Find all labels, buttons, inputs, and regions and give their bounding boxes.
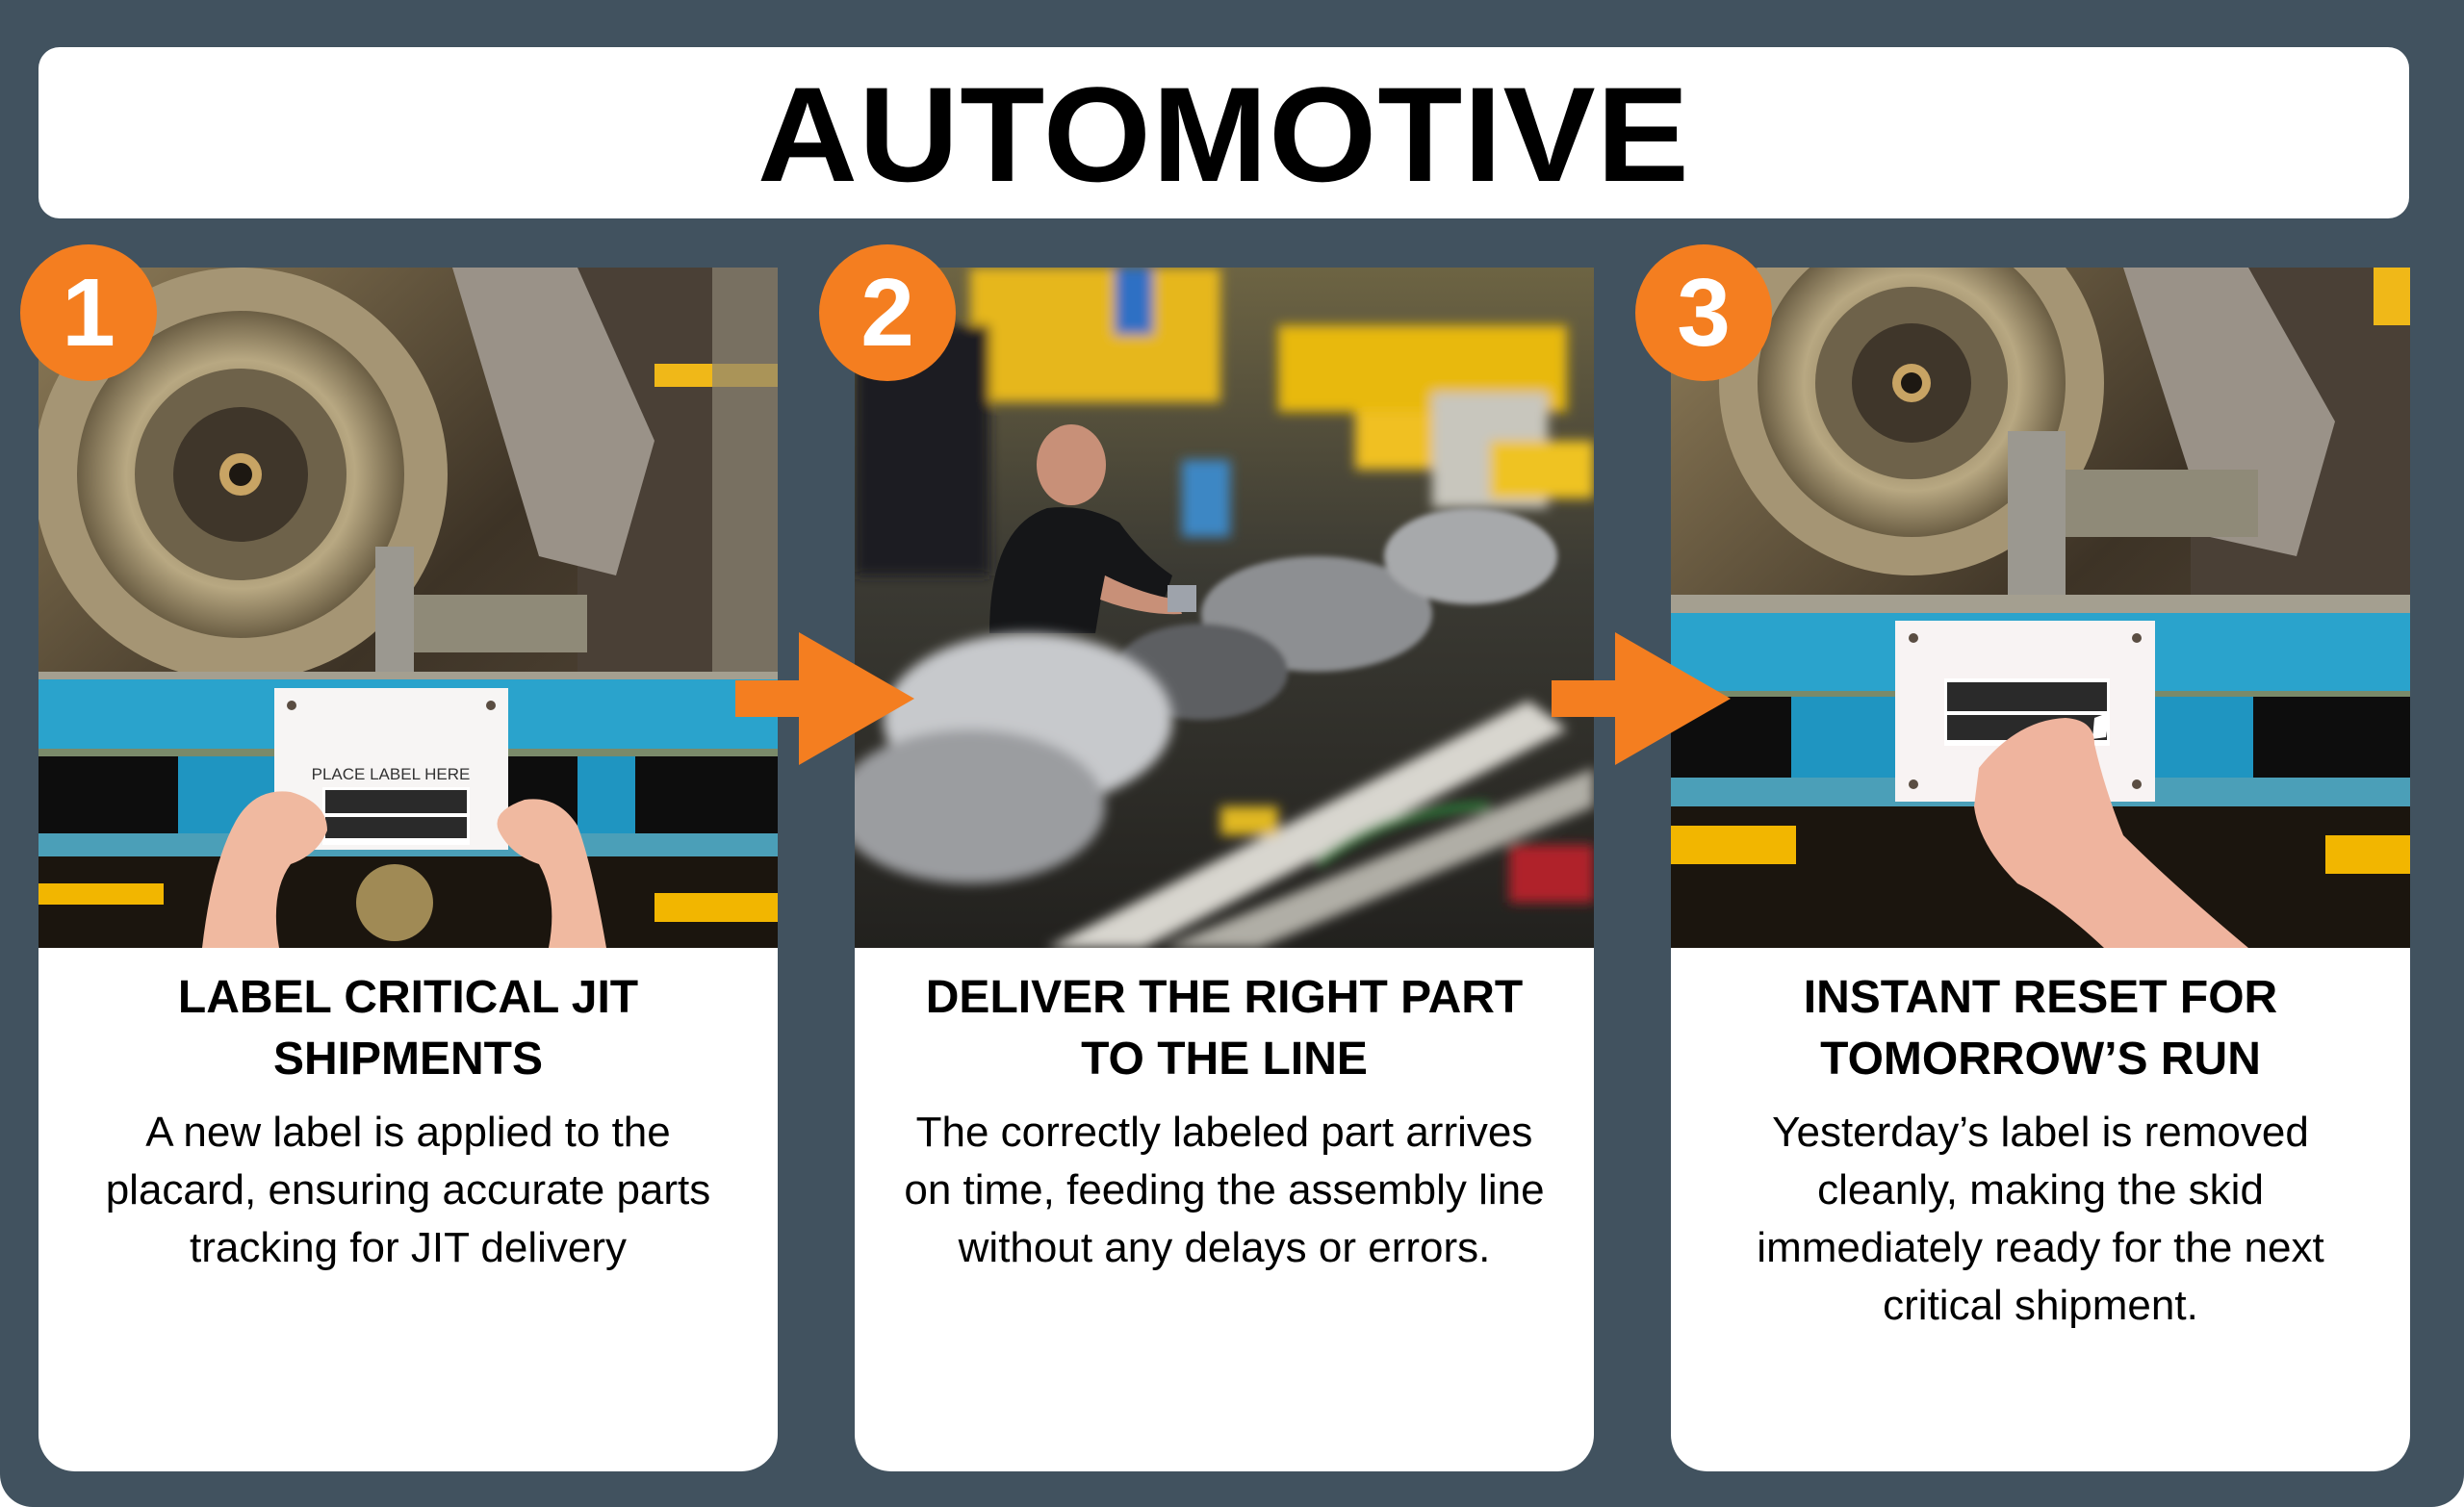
step-2-photo	[855, 268, 1594, 948]
worker-figure	[989, 424, 1196, 633]
placard-text: PLACE LABEL HERE	[312, 765, 471, 783]
step-card-3: INSTANT RESET FOR TOMORROW’S RUN Yesterd…	[1671, 268, 2410, 1471]
step-1-description: A new label is applied to the placard, e…	[105, 1109, 711, 1271]
step-2-text: DELIVER THE RIGHT PART TO THE LINE The c…	[855, 948, 1594, 1471]
step-3-text: INSTANT RESET FOR TOMORROW’S RUN Yesterd…	[1671, 948, 2410, 1471]
page-title: AUTOMOTIVE	[757, 59, 1691, 210]
step-3-photo	[1671, 268, 2410, 948]
clutch-pallet-label-apply-image: PLACE LABEL HERE	[38, 268, 778, 948]
title-banner: AUTOMOTIVE	[38, 47, 2409, 218]
assembly-line-worker-image	[855, 268, 1594, 948]
step-card-1: PLACE LABEL HERE LABEL CRITICAL JIT SHIP…	[38, 268, 778, 1471]
step-card-2: DELIVER THE RIGHT PART TO THE LINE The c…	[855, 268, 1594, 1471]
barcode-icon	[322, 787, 470, 845]
step-number-badge-2: 2	[819, 244, 956, 381]
clutch-pallet-label-remove-image	[1671, 268, 2410, 948]
arrow-right-icon	[1552, 632, 1734, 767]
step-1-photo: PLACE LABEL HERE	[38, 268, 778, 948]
step-2-description: The correctly labeled part arrives on ti…	[904, 1109, 1545, 1271]
arrow-right-icon	[735, 632, 918, 767]
step-1-text: LABEL CRITICAL JIT SHIPMENTS A new label…	[38, 948, 778, 1471]
step-3-description: Yesterday’s label is removed cleanly, ma…	[1757, 1109, 2324, 1329]
step-1-heading: LABEL CRITICAL JIT SHIPMENTS	[177, 972, 639, 1085]
step-3-heading: INSTANT RESET FOR TOMORROW’S RUN	[1803, 972, 2278, 1085]
step-2-heading: DELIVER THE RIGHT PART TO THE LINE	[925, 972, 1524, 1085]
step-number-badge-1: 1	[20, 244, 157, 381]
step-number-badge-3: 3	[1635, 244, 1772, 381]
